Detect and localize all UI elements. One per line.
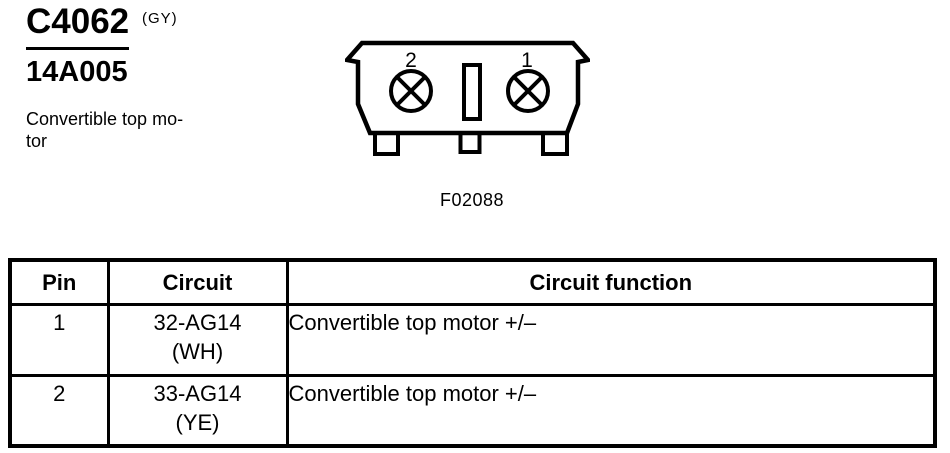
circuit-code: 32-AG14 xyxy=(153,310,242,335)
keyway-slot xyxy=(462,63,482,121)
col-header-circuit-function: Circuit function xyxy=(285,258,937,306)
circuit-cell: 33-AG14 (YE) xyxy=(106,374,289,447)
figure-id-caption: F02088 xyxy=(439,190,505,210)
tab-left xyxy=(373,131,400,156)
connector-color-code: (GY) xyxy=(142,10,178,27)
pin-number-cell: 2 xyxy=(8,374,110,447)
description-line-1: Convertible top mo- xyxy=(26,109,184,129)
connector-description: Convertible top mo- tor xyxy=(26,108,183,152)
circuit-function-cell: Convertible top motor +/– xyxy=(285,374,937,447)
circuit-cell: 32-AG14 (WH) xyxy=(106,303,289,377)
connector-face-diagram: 2 1 xyxy=(345,40,590,156)
pin-label-2: 2 xyxy=(405,49,417,72)
pinout-table: Pin Circuit Circuit function 1 32-AG14 (… xyxy=(8,258,937,448)
tab-center xyxy=(458,131,482,154)
circuit-code: 33-AG14 xyxy=(153,381,242,406)
description-line-2: tor xyxy=(26,131,48,151)
connector-id: C4062 xyxy=(26,4,130,50)
col-header-pin: Pin xyxy=(8,258,110,306)
table-row: 2 33-AG14 (YE) Convertible top motor +/– xyxy=(8,374,937,447)
connector-bottom-tabs xyxy=(373,131,569,156)
pin-cavity-1-icon xyxy=(506,69,550,113)
circuit-wire-color: (WH) xyxy=(171,339,224,364)
pin-cavity-2-icon xyxy=(389,69,433,113)
table-row: 1 32-AG14 (WH) Convertible top motor +/– xyxy=(8,303,937,377)
col-header-circuit: Circuit xyxy=(106,258,289,306)
circuit-function-cell: Convertible top motor +/– xyxy=(285,303,937,377)
table-header-row: Pin Circuit Circuit function xyxy=(8,258,937,306)
pin-number-cell: 1 xyxy=(8,303,110,377)
pin-label-1: 1 xyxy=(521,49,533,72)
part-number: 14A005 xyxy=(26,56,128,88)
tab-right xyxy=(541,131,569,156)
circuit-wire-color: (YE) xyxy=(175,410,220,435)
